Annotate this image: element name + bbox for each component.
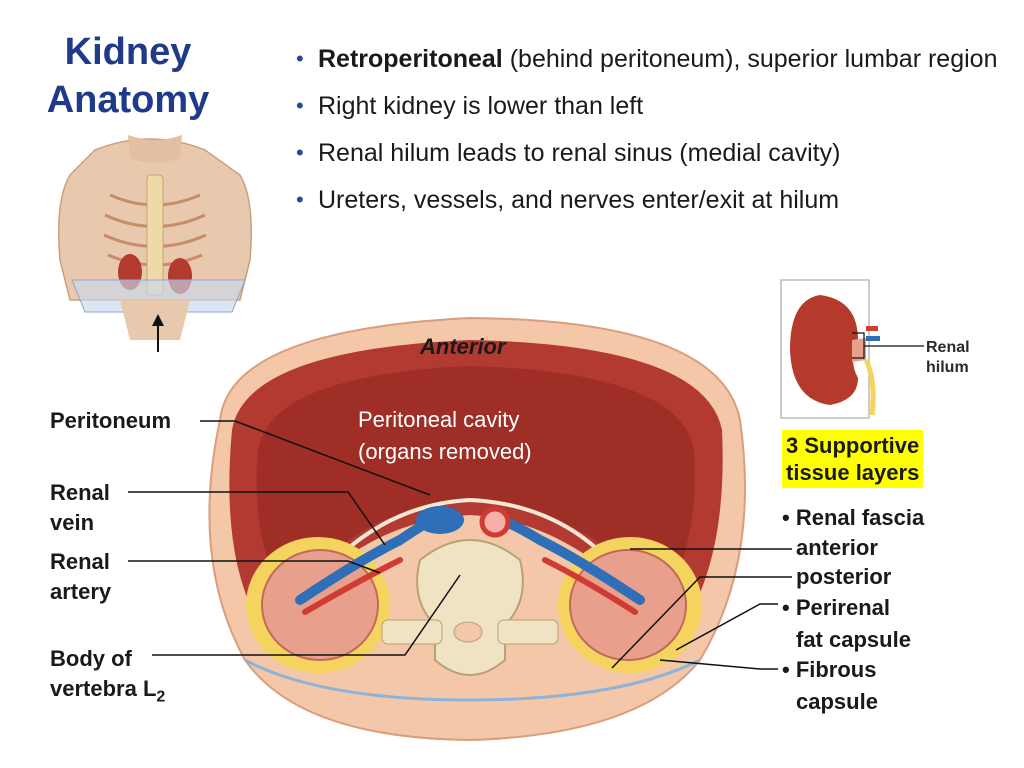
bullet-item: Renal hilum leads to renal sinus (medial…	[292, 136, 1012, 170]
torso-thumbnail	[58, 135, 252, 340]
fascia-posterior-label: posterior	[796, 564, 892, 589]
leader-lines	[128, 420, 792, 670]
cross-section	[208, 316, 746, 742]
anterior-label: Anterior	[420, 334, 506, 359]
leader-renal-vein	[128, 491, 386, 546]
leader-fascia-posterior	[611, 576, 792, 669]
bullet-text: Ureters, vessels, and nerves enter/exit …	[318, 186, 840, 214]
leader-fibrous	[659, 659, 778, 670]
tag-line-2: tissue layers	[786, 460, 920, 485]
cavity-line-1: Peritoneal cavity	[358, 407, 520, 432]
vertebra-label: Body of vertebra L2	[50, 644, 165, 712]
bullet-item: Retroperitoneal (behind peritoneum), sup…	[292, 42, 1012, 76]
bullet-text: (behind peritoneum), superior lumbar reg…	[502, 45, 998, 73]
perirenal-label-2: fat capsule	[796, 627, 911, 652]
bullet-item: Ureters, vessels, and nerves enter/exit …	[292, 183, 1012, 217]
bullet-list: Retroperitoneal (behind peritoneum), sup…	[292, 42, 1012, 230]
renal-artery-line-1: Renal	[50, 549, 110, 574]
renal-artery-line-2: artery	[50, 579, 112, 604]
fascia-anterior-label: anterior	[796, 535, 878, 560]
leader-renal-artery	[128, 560, 381, 574]
cavity-line-2: (organs removed)	[358, 439, 532, 464]
peritoneum-label: Peritoneum	[50, 408, 172, 433]
tag-line-1: 3 Supportive	[786, 433, 920, 458]
leader-vertebra	[152, 574, 461, 656]
renal-vein-label: Renal vein	[50, 478, 110, 538]
renal-hilum-label: Renal hilum	[926, 338, 970, 378]
up-arrow-icon	[152, 314, 164, 352]
bullet-item: Right kidney is lower than left	[292, 89, 1012, 123]
vertebra-line-1: Body of	[50, 646, 132, 671]
bullet-text: Right kidney is lower than left	[318, 92, 644, 120]
leader-peritoneum	[200, 420, 431, 496]
kidney-inset	[780, 279, 924, 419]
peritoneal-cavity-label: Peritoneal cavity (organs removed)	[358, 404, 532, 468]
title-line-1: Kidney	[64, 31, 192, 73]
renal-vein-line-1: Renal	[50, 480, 110, 505]
leader-perirenal	[675, 603, 778, 651]
renal-fascia-label: • Renal fascia	[782, 505, 925, 530]
perirenal-label-1: • Perirenal	[782, 595, 890, 620]
hilum-line-2: hilum	[926, 359, 969, 376]
vertebra-text: vertebra L	[50, 676, 157, 701]
hilum-line-1: Renal	[926, 339, 970, 356]
bullet-bold: Retroperitoneal	[318, 45, 503, 73]
page-title: Kidney Anatomy	[28, 28, 228, 124]
renal-artery-label: Renal artery	[50, 547, 111, 607]
bullet-text: Renal hilum leads to renal sinus (medial…	[318, 139, 841, 167]
renal-vein-line-2: vein	[50, 510, 95, 535]
supportive-layers-tag: 3 Supportive tissue layers	[782, 430, 924, 488]
fibrous-label-1: • Fibrous	[782, 657, 877, 682]
vertebra-subscript: 2	[156, 688, 166, 706]
title-line-2: Anatomy	[46, 79, 210, 121]
fibrous-label-2: capsule	[796, 689, 878, 714]
vertebra-line-2: vertebra L2	[50, 674, 165, 712]
